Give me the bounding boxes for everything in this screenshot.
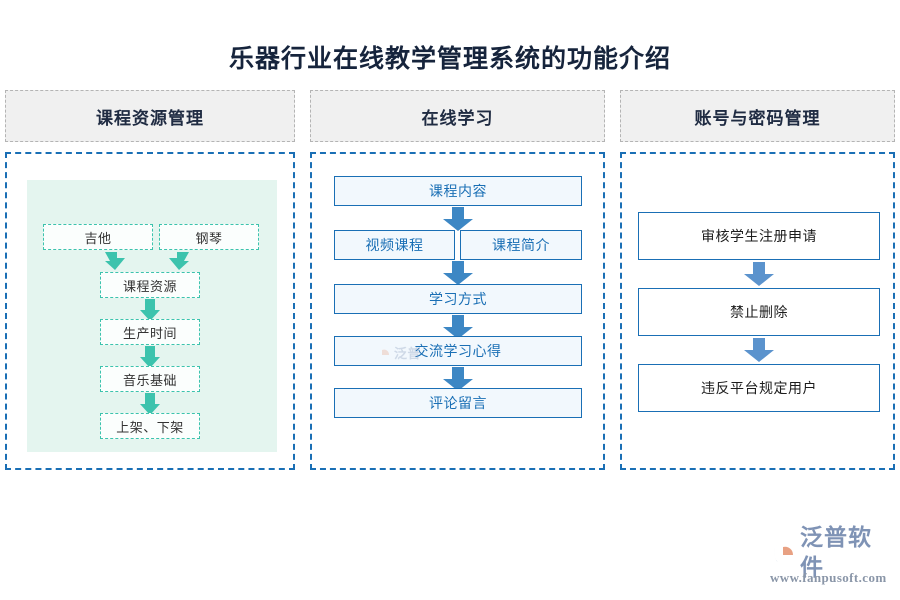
arrow-stem [452,315,464,328]
arrow-head [140,357,160,368]
node-learning-method[interactable]: 学习方式 [334,284,582,314]
node-label: 审核学生注册申请 [701,228,817,244]
node-label: 吉他 [84,230,112,246]
page-title: 乐器行业在线教学管理系统的功能介绍 [228,46,671,73]
arrow-head [443,273,473,285]
arrow-head [744,350,774,362]
node-course-content[interactable]: 课程内容 [334,176,582,206]
column-header-account-password-management: 账号与密码管理 [620,90,895,142]
arrow-stem [452,207,464,220]
node-label: 课程简介 [492,237,550,253]
column-panel-account-password-management: 审核学生注册申请 禁止删除 违反平台规定用户 [620,152,895,470]
node-label: 禁止删除 [730,304,788,320]
node-production-time[interactable]: 生产时间 [100,319,200,345]
arrow-piano-to-course-resource [165,250,191,274]
arrow-head [443,219,473,231]
node-music-basics[interactable]: 音乐基础 [100,366,200,392]
node-course-resource[interactable]: 课程资源 [100,272,200,298]
arrow-music-basics-to-list-unlist [140,393,160,415]
arrow-production-time-to-music-basics [140,346,160,368]
node-label: 课程资源 [122,278,177,294]
mint-backdrop: 吉他 钢琴 课程资源 [27,180,277,452]
column-header-online-learning: 在线学习 [310,90,605,142]
arrow-head [140,310,160,321]
node-label: 上架、下架 [116,419,184,435]
node-label: 生产时间 [122,325,177,341]
arrow-stem [145,346,155,358]
node-share-experience[interactable]: 泛普 交流学习心得 [334,336,582,366]
arrow-prohibit-to-rule-violating-users [744,338,774,362]
fanpu-logo-icon [768,538,798,568]
node-prohibit-deletion[interactable]: 禁止删除 [638,288,880,336]
node-comments[interactable]: 评论留言 [334,388,582,418]
arrow-stem [753,338,765,351]
arrow-head [140,404,160,415]
column-header-label: 课程资源管理 [96,108,204,128]
node-guitar[interactable]: 吉他 [43,224,153,250]
node-label: 评论留言 [429,395,487,411]
arrow-head [744,274,774,286]
brand-row: 泛普软件 [768,525,894,580]
arrow-review-to-prohibit-deletion [744,262,774,286]
node-list-unlist[interactable]: 上架、下架 [100,413,200,439]
column-panel-online-learning: 课程内容 视频课程 课程简介 学习方式 [310,152,605,470]
column-header-label: 在线学习 [421,108,494,128]
arrow-split-to-learning-method [443,261,473,285]
node-label: 交流学习心得 [414,343,502,359]
brand-url: www.fanpusoft.com [770,570,887,585]
arrow-course-content-to-split [443,207,473,231]
column-panel-course-resource-management: 吉他 钢琴 课程资源 [5,152,295,470]
column-header-course-resource-management: 课程资源管理 [5,90,295,142]
brand-name: 泛普软件 [800,525,872,580]
node-label: 钢琴 [195,230,223,246]
node-label: 违反平台规定用户 [701,380,817,396]
node-label: 学习方式 [429,291,487,307]
arrow-stem [452,367,464,380]
column-header-label: 账号与密码管理 [694,108,821,128]
node-piano[interactable]: 钢琴 [159,224,259,250]
arrow-stem [145,299,155,311]
brand-logo: 泛普软件 www.fanpusoft.com [768,525,894,589]
arrow-stem [753,262,765,275]
node-label: 视频课程 [365,237,424,253]
node-rule-violating-users[interactable]: 违反平台规定用户 [638,364,880,412]
arrow-guitar-to-course-resource [103,250,129,274]
arrow-stem [452,261,464,274]
node-review-registration[interactable]: 审核学生注册申请 [638,212,880,260]
node-video-course[interactable]: 视频课程 [334,230,455,260]
arrow-stem [145,393,155,405]
node-label: 音乐基础 [122,372,177,388]
arrow-course-resource-to-production-time [140,299,160,321]
node-label: 课程内容 [429,183,487,199]
node-course-intro[interactable]: 课程简介 [460,230,582,260]
